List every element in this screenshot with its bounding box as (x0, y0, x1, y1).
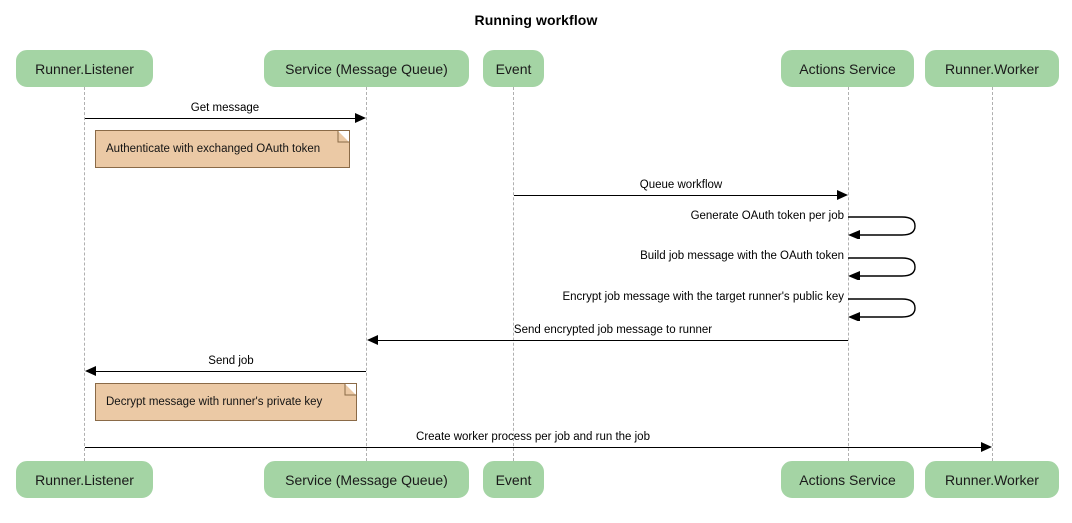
message-label-build-job-message: Build job message with the OAuth token (640, 250, 844, 262)
page-title: Running workflow (474, 12, 598, 28)
message-line-send-job (96, 371, 366, 372)
lifeline-actions-service (848, 87, 849, 461)
participant-label: Actions Service (799, 471, 896, 488)
participant-service-message-queue-top[interactable]: Service (Message Queue) (264, 50, 469, 87)
message-label-encrypt-job-message: Encrypt job message with the target runn… (562, 291, 844, 303)
message-line-create-worker-process (85, 447, 981, 448)
lifeline-event (513, 87, 514, 461)
note-fold-icon (335, 131, 349, 145)
message-line-get-message (85, 118, 355, 119)
lifeline-service-message-queue (366, 87, 367, 461)
message-line-queue-workflow (514, 195, 837, 196)
message-label-generate-oauth-token: Generate OAuth token per job (690, 210, 844, 222)
participant-actions-service-bottom[interactable]: Actions Service (781, 461, 914, 498)
participant-runner-worker-top[interactable]: Runner.Worker (925, 50, 1059, 87)
participant-runner-listener-top[interactable]: Runner.Listener (16, 50, 153, 87)
self-loop-generate-oauth-token (847, 213, 927, 239)
participant-service-message-queue-bottom[interactable]: Service (Message Queue) (264, 461, 469, 498)
note-text: Decrypt message with runner's private ke… (106, 396, 323, 408)
participant-label: Runner.Worker (945, 471, 1039, 488)
participant-label: Event (495, 471, 532, 488)
participant-label: Event (495, 60, 532, 77)
participant-label: Runner.Worker (945, 60, 1039, 77)
arrowhead-right-create-worker-process (981, 442, 992, 452)
participant-label: Actions Service (799, 60, 896, 77)
message-label-send-job: Send job (208, 355, 254, 367)
message-label-queue-workflow: Queue workflow (639, 179, 723, 191)
lifeline-runner-worker (992, 87, 993, 461)
self-loop-build-job-message (847, 254, 927, 280)
message-label-create-worker-process: Create worker process per job and run th… (416, 431, 650, 443)
arrowhead-right-queue-workflow (837, 190, 848, 200)
participant-label: Runner.Listener (35, 471, 134, 488)
participant-runner-listener-bottom[interactable]: Runner.Listener (16, 461, 153, 498)
participant-runner-worker-bottom[interactable]: Runner.Worker (925, 461, 1059, 498)
message-label-send-encrypted-job-message: Send encrypted job message to runner (513, 324, 713, 336)
arrowhead-left-send-encrypted-job-message (367, 335, 378, 345)
arrowhead-right-get-message (355, 113, 366, 123)
participant-event-bottom[interactable]: Event (483, 461, 544, 498)
participant-label: Service (Message Queue) (285, 60, 448, 77)
lifeline-runner-listener (84, 87, 85, 461)
participant-label: Service (Message Queue) (285, 471, 448, 488)
participant-label: Runner.Listener (35, 60, 134, 77)
note-authenticate-oauth: Authenticate with exchanged OAuth token (95, 130, 350, 168)
participant-actions-service-top[interactable]: Actions Service (781, 50, 914, 87)
note-text: Authenticate with exchanged OAuth token (106, 143, 321, 155)
self-loop-encrypt-job-message (847, 295, 927, 321)
message-label-get-message: Get message (190, 102, 260, 114)
message-line-send-encrypted-job-message (378, 340, 848, 341)
arrowhead-left-send-job (85, 366, 96, 376)
note-decrypt-message: Decrypt message with runner's private ke… (95, 383, 357, 421)
note-fold-icon (342, 384, 356, 398)
participant-event-top[interactable]: Event (483, 50, 544, 87)
